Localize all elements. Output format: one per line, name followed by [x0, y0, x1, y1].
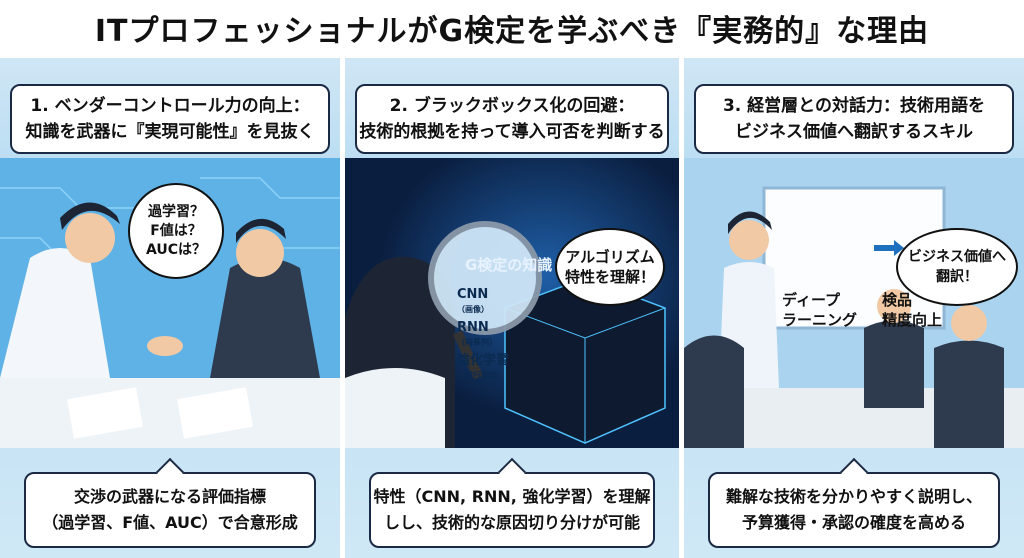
heading-box: 3. 経営層との対話力：技術用語を ビジネス価値へ翻訳するスキル — [694, 84, 1014, 154]
lens-name: CNN — [457, 287, 489, 302]
lens-item-rl: 強化学習 （試行錯誤） — [457, 354, 509, 383]
summary-line: 難解な技術を分かりやすく説明し、 — [725, 487, 982, 506]
lens-item-rnn: RNN （時系列） — [457, 321, 509, 350]
summary-box: 交渉の武器になる評価指標 （過学習、F値、AUC）で合意形成 — [24, 472, 316, 548]
board-line: ディープ — [782, 291, 841, 309]
bubble-line: 特性を理解！ — [564, 268, 655, 286]
board-line: 検品 — [882, 291, 913, 309]
page-title: ITプロフェッショナルがG検定を学ぶべき『実務的』な理由 — [94, 14, 930, 49]
summary-line: 交渉の武器になる評価指標 — [73, 487, 266, 506]
heading-line: 技術的根拠を持って導入可否を判断する — [359, 122, 665, 142]
heading-line: 知識を武器に『実現可能性』を見抜く — [25, 122, 315, 142]
lens-sub: （試行錯誤） — [457, 371, 505, 380]
heading-box: 1. ベンダーコントロール力の向上： 知識を武器に『実現可能性』を見抜く — [10, 84, 330, 154]
speech-bubble: 過学習？ F値は？ AUCは？ — [128, 183, 224, 279]
summary-box: 特性（CNN, RNN, 強化学習）を理解 しし、技術的な原因切り分けが可能 — [369, 472, 655, 548]
lens-name: RNN — [457, 320, 489, 335]
heading-line: 2. ブラックボックス化の回避： — [389, 96, 635, 116]
meeting-illustration — [684, 158, 1024, 448]
bubble-line: ビジネス価値へ — [908, 249, 1006, 265]
lens-sub: （時系列） — [457, 338, 497, 347]
speech-bubble: アルゴリズム 特性を理解！ — [555, 228, 665, 306]
knowledge-caption: G検定の知識 — [465, 256, 553, 274]
heading-line: ビジネス価値へ翻訳するスキル — [735, 122, 973, 142]
board-line: ラーニング — [782, 311, 858, 329]
panel-vendor-control: 1. ベンダーコントロール力の向上： 知識を武器に『実現可能性』を見抜く 過学習… — [0, 58, 340, 558]
summary-line: （過学習、F値、AUC）で合意形成 — [42, 513, 298, 532]
summary-line: しし、技術的な原因切り分けが可能 — [383, 513, 640, 532]
heading-line: 1. ベンダーコントロール力の向上： — [30, 96, 310, 116]
bubble-line: F値は？ — [150, 222, 202, 239]
summary-line: 特性（CNN, RNN, 強化学習）を理解 — [373, 487, 651, 506]
panel-black-box: 2. ブラックボックス化の回避： 技術的根拠を持って導入可否を判断する G検定の… — [345, 58, 679, 558]
board-term-tech: ディープ ラーニング — [782, 290, 857, 330]
lens-sub: （画像） — [457, 305, 489, 314]
board-line: 精度向上 — [882, 311, 943, 329]
bubble-line: 翻訳！ — [936, 269, 978, 285]
board-term-business: 検品 精度向上 — [882, 290, 942, 330]
lens-name: 強化学習 — [457, 353, 510, 368]
lens-item-cnn: CNN （画像） — [457, 288, 509, 317]
speech-bubble: ビジネス価値へ 翻訳！ — [896, 228, 1018, 306]
panel-executive-dialogue: 3. 経営層との対話力：技術用語を ビジネス価値へ翻訳するスキル ディープ ラー… — [684, 58, 1024, 558]
heading-line: 3. 経営層との対話力：技術用語を — [722, 96, 986, 116]
magnifier-illustration — [345, 158, 679, 448]
lens-items: CNN （画像） RNN （時系列） 強化学習 （試行錯誤） — [457, 288, 509, 383]
bubble-line: 過学習？ — [148, 203, 204, 220]
bubble-line: AUCは？ — [145, 241, 207, 258]
summary-line: 予算獲得・承認の確度を高める — [741, 513, 966, 532]
summary-box: 難解な技術を分かりやすく説明し、 予算獲得・承認の確度を高める — [708, 472, 1000, 548]
heading-box: 2. ブラックボックス化の回避： 技術的根拠を持って導入可否を判断する — [355, 84, 669, 154]
bubble-line: アルゴリズム — [565, 248, 655, 266]
